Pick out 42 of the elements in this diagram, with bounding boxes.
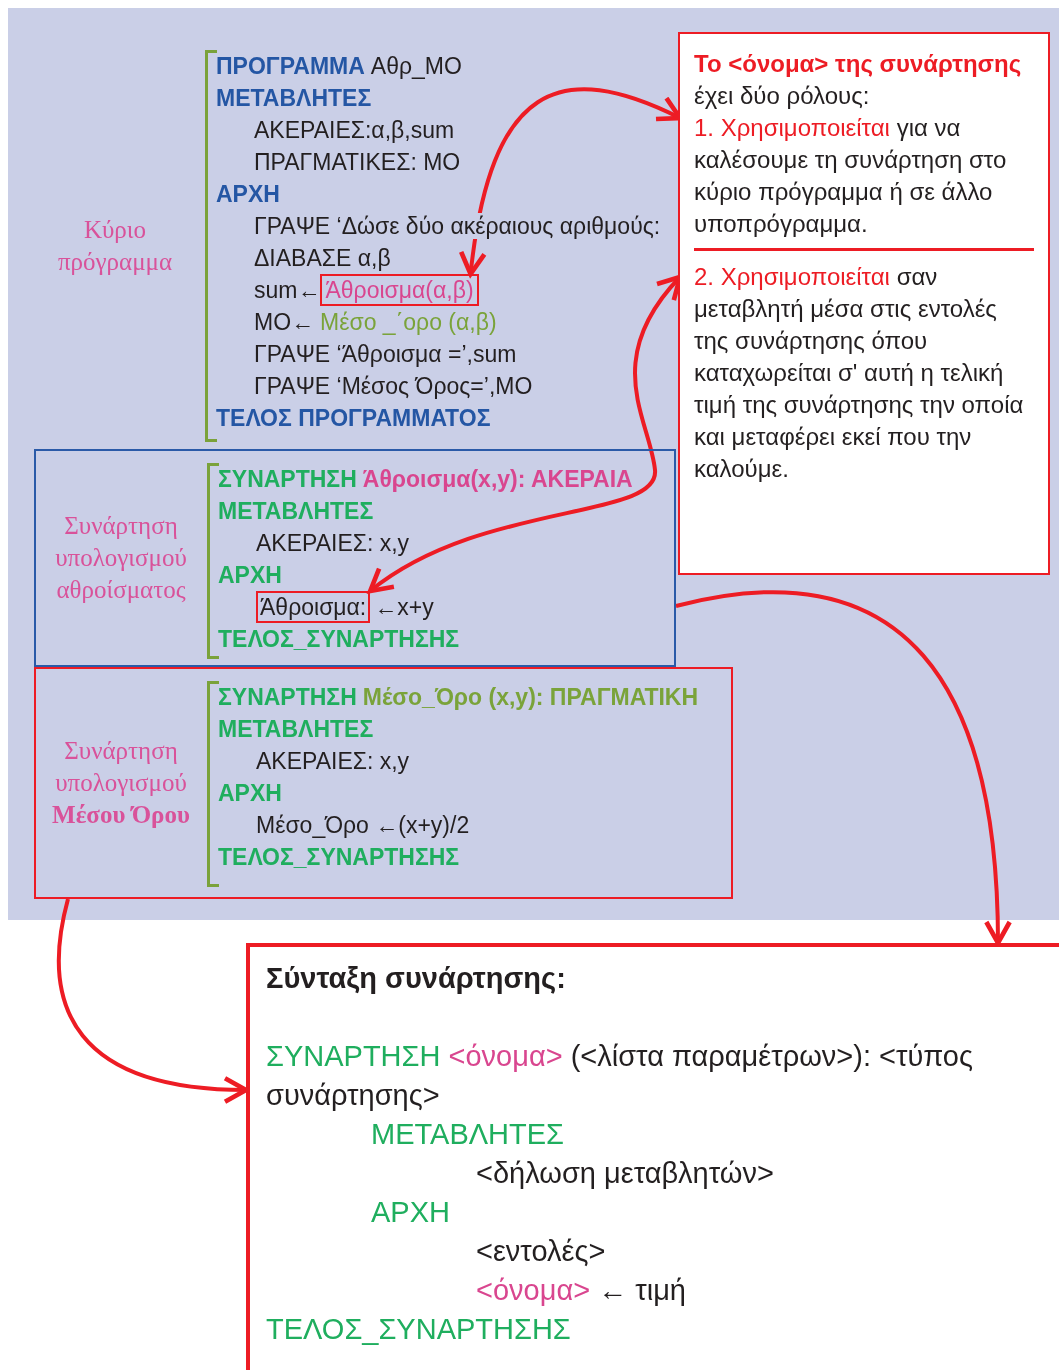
code-text: ΤΕΛΟΣ_ΣΥΝΑΡΤΗΣΗΣ [266,1313,571,1345]
code-text: ΤΕΛΟΣ_ΣΥΝΑΡΤΗΣΗΣ [218,626,460,652]
function-box [34,667,733,899]
code-text: Αθρ_ΜΟ [370,53,462,79]
code-text: <δήλωση μεταβλητών> [476,1157,774,1189]
paragraph-text: 2. Χρησιμοποιείται σαν μεταβλητή μέσα στις εντολές της συνάρτησης όπου καταχωρείται σ' αυτή η τελική τιμή της συνάρτησης την οποία και μεταφέρει εκεί που την καλούμε. [694,262,1025,484]
code-text: ΓΡΑΨΕ ‘Μέσος Όρος=’,ΜΟ [254,373,533,399]
code-text: ΣΥΝΑΡΤΗΣΗ [218,684,357,710]
code-text: ΑΡΧΗ [218,780,282,806]
code-text: ΓΡΑΨΕ ‘Δώσε δύο ακέραιους αριθμούς: [254,213,661,239]
code-text: Μέσο _΄ορο (α,β) [320,309,497,335]
code-text: ΣΥΝΑΡΤΗΣΗ [218,466,357,492]
syntax-box [246,943,1059,1370]
code-text: ΣΥΝΑΡΤΗΣΗ <όνομα> (<λίστα παραμέτρων>): <τύπος συνάρτησης> [266,1040,973,1111]
code-text: ←x+y [374,594,434,620]
note-box [678,32,1050,575]
code-text: ΜΕΤΑΒΛΗΤΕΣ [371,1118,565,1150]
curved-arrow [675,590,1012,946]
code-text: ΤΕΛΟΣ_ΣΥΝΑΡΤΗΣΗΣ [218,844,460,870]
paragraph-text: 1. Χρησιμοποιείται για να καλέσουμε τη συνάρτηση στο κύριο πρόγραμμα ή σε άλλο υποπρόγραμμα. [694,113,1008,239]
code-text: <εντολές> [476,1235,606,1267]
code-text: ΜΕΤΑΒΛΗΤΕΣ [218,716,374,742]
code-text: ΔΙΑΒΑΣΕ α,β [254,245,391,271]
code-text: ΑΡΧΗ [371,1196,450,1228]
code-text: ΑΚΕΡΑΙΕΣ: x,y [256,748,410,774]
side-label: Συνάρτηση υπολογισμού αθροίσματος [54,511,188,605]
code-text: ΑΡΧΗ [218,562,282,588]
code-text: Άθροισμα(x,y): ΑΚΕΡΑΙΑ [362,466,633,492]
side-label: Συνάρτηση υπολογισμού Μέσου Όρου [51,736,191,830]
heading: Το <όνομα> της συνάρτησης έχει δύο ρόλους: [693,49,1023,111]
side-label: Κύριο πρόγραμμα [56,215,174,277]
code-text: Μέσο_Όρο (x,y): ΠΡΑΓΜΑΤΙΚΗ [362,684,699,710]
code-text: ΑΚΕΡΑΙΕΣ: x,y [256,530,410,556]
code-text: <όνομα> ← τιμή [476,1274,686,1306]
code-text: ΓΡΑΨΕ ‘Άθροισμα =’,sum [254,341,517,367]
code-text: ΑΚΕΡΑΙΕΣ:α,β,sum [254,117,455,143]
code-text: Μέσο_Όρο ←(x+y)/2 [256,812,470,838]
code-text: ΜΕΤΑΒΛΗΤΕΣ [218,498,374,524]
function-box [34,449,676,667]
highlight-box: Άθροισμα(α,β) [320,274,479,306]
heading: Σύνταξη συνάρτησης: [266,962,566,994]
highlight-box: Άθροισμα: [256,591,371,623]
